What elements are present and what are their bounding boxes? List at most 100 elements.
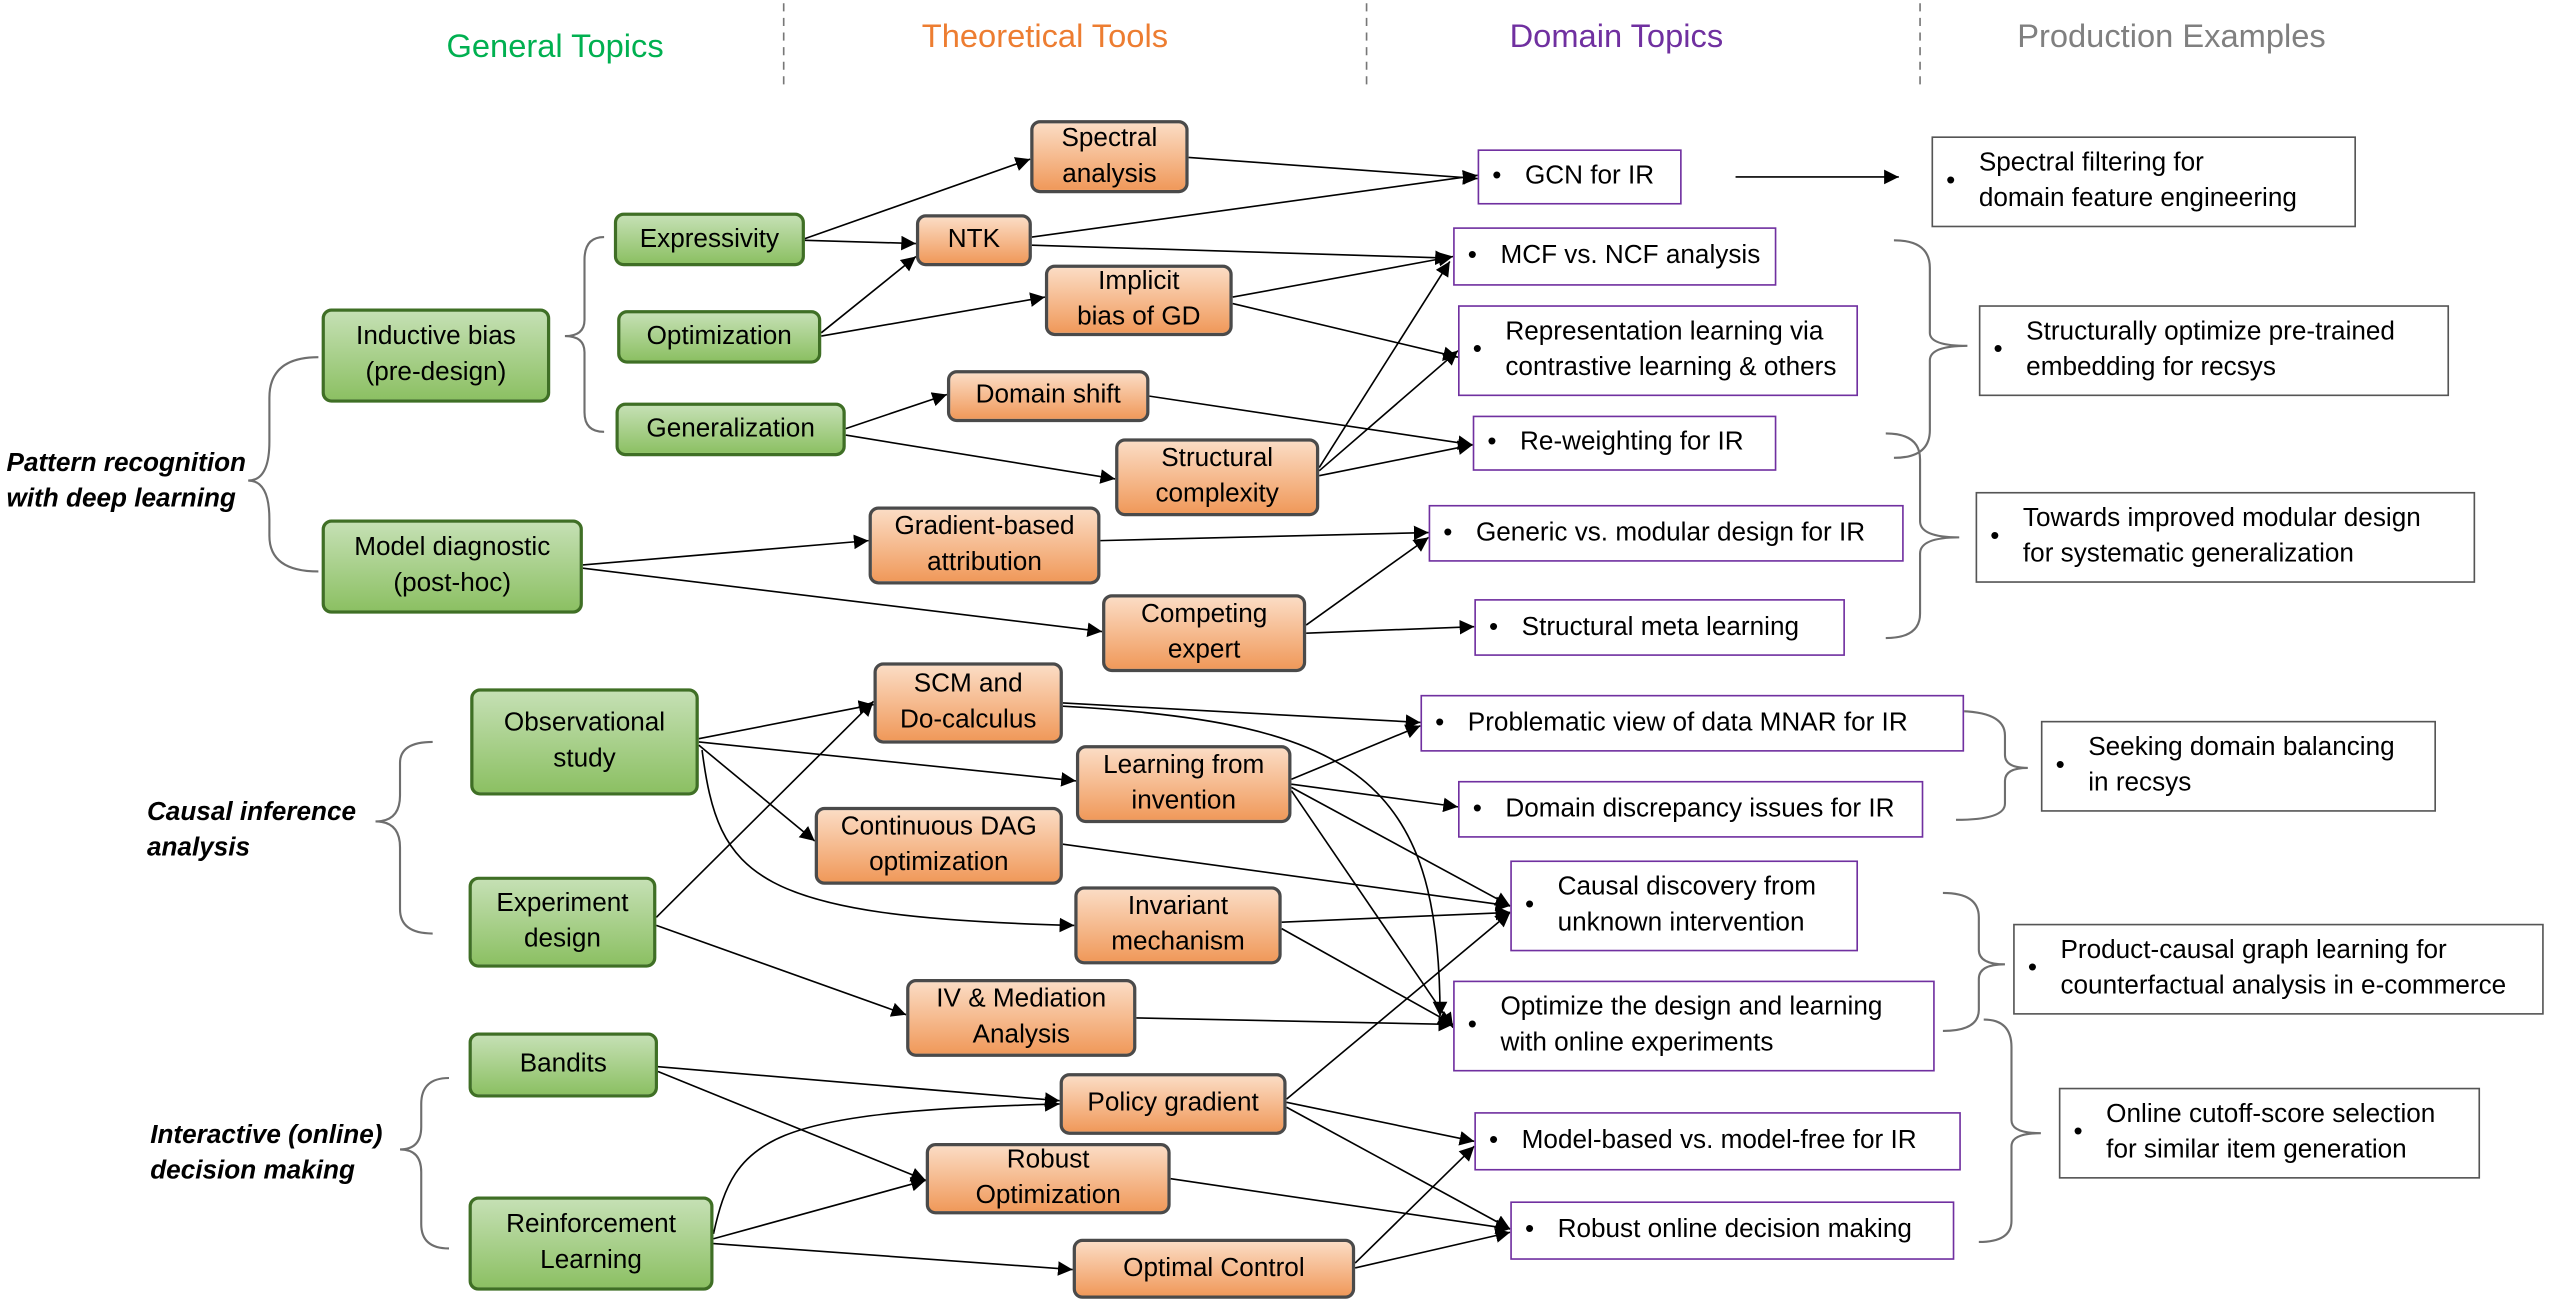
node-bandits[interactable]: Bandits [468,1032,658,1098]
node-label: optimization [869,849,1009,877]
group-label-line: Causal inference [146,798,357,827]
node-inductive-bias[interactable]: Inductive bias(pre-design) [321,308,551,403]
edge [1100,525,1429,542]
edge [1291,786,1511,907]
box-label: unknown intervention [1557,909,1805,937]
edge [845,392,948,430]
node-expressivity[interactable]: Expressivity [613,212,805,267]
edge [1286,911,1511,1100]
edge [657,1070,927,1182]
bullet: • [1524,1216,1535,1244]
production-modular-design[interactable]: • Towards improved modular design for syst… [1975,491,2476,583]
box-label: Generic vs. modular design for IR [1475,518,1866,547]
node-label: invention [1131,787,1236,815]
node-optimal-control[interactable]: Optimal Control [1072,1238,1356,1299]
edge [1290,790,1454,1029]
edge [713,1177,926,1240]
node-label: design [523,925,601,953]
group-label-line: Interactive (online) [150,1121,383,1150]
edge [1232,302,1459,361]
edge [1291,724,1421,781]
node-ntk[interactable]: NTK [915,214,1032,267]
domain-gcn-for-ir[interactable]: • GCN for IR [1477,149,1682,205]
domain-structural-meta[interactable]: •Structural meta learning [1474,599,1845,656]
box-label: Representation learning via [1505,318,1824,346]
domain-robust-online[interactable]: •Robust online decision making [1510,1201,1955,1260]
node-label: complexity [1155,480,1279,509]
node-label: Model diagnostic [354,534,551,562]
box-label: Causal discovery from [1557,873,1817,902]
node-label: (post-hoc) [393,569,512,598]
edge [698,744,816,842]
node-label: expert [1167,636,1241,665]
domain-problematic-view[interactable]: •Problematic view of data MNAR for IR [1420,694,1965,752]
edge [1149,395,1473,450]
bullet: • [1990,522,2000,551]
node-label: Competing [1140,600,1268,629]
edge [1281,927,1454,1026]
box-label: Structural meta learning [1521,612,1800,641]
domain-generic-modular[interactable]: •Generic vs. modular design for IR [1428,504,1904,562]
edge [1170,1177,1511,1235]
node-generalization[interactable]: Generalization [615,402,846,457]
box-label: for systematic generalization [2022,540,2354,569]
domain-model-based[interactable]: •Model-based vs. model-free for IR [1474,1112,1961,1171]
box-label: Domain discrepancy issues for IR [1505,794,1895,823]
node-label: Invariant [1127,892,1229,921]
node-label: Learning [540,1246,642,1275]
bullet: • [1492,162,1502,190]
group-label-interactive-decision: Interactive (online) decision making [150,1119,382,1190]
edge [655,700,875,918]
box-label: MCF vs. NCF analysis [1500,241,1761,270]
node-domain-shift[interactable]: Domain shift [946,370,1150,423]
box-label: Towards improved modular design [2022,504,2421,533]
domain-brace [1978,1018,2041,1244]
edge [1188,156,1478,185]
node-label: analysis [1062,159,1157,188]
domain-discrepancy[interactable]: • Domain discrepancy issues for IR [1458,780,1924,838]
node-policy-gradient[interactable]: Policy gradient [1059,1073,1287,1135]
node-optimization[interactable]: Optimization [617,310,822,364]
edge [1031,244,1450,265]
box-label: GCN for IR [1524,162,1655,190]
node-model-diagnostic[interactable]: Model diagnostic (post-hoc) [321,519,583,614]
header-theoretical-tools: Theoretical Tools [921,19,1169,56]
bullet: • [2073,1118,2083,1147]
node-label: Optimization [975,1181,1121,1210]
domain-reweighting[interactable]: •Re-weighting for IR [1472,415,1777,471]
box-label: Optimize the design and learning [1500,993,1883,1022]
edge [701,749,1075,933]
edge [1031,170,1478,238]
box-label: embedding for recsys [2026,353,2276,382]
edge [1318,350,1459,472]
edge [1062,705,1448,1017]
edge [582,567,1103,638]
node-competing-expert[interactable]: Competing expert [1102,594,1307,673]
edge [1318,260,1451,469]
edge [1319,440,1473,477]
bullet: • [1472,794,1482,823]
edge [1306,619,1475,635]
domain-mcf-ncf[interactable]: •MCF vs. NCF analysis [1453,227,1777,286]
